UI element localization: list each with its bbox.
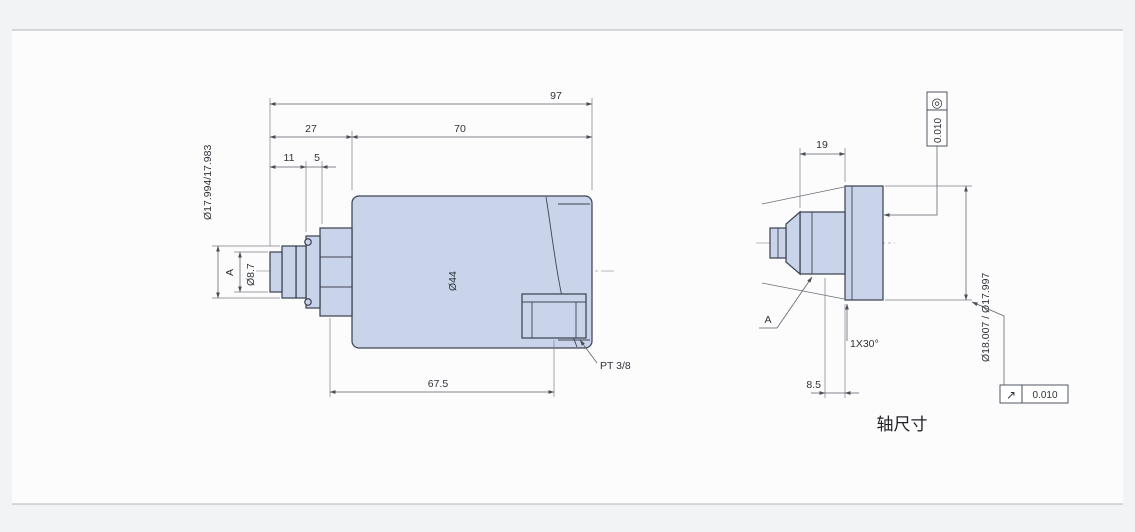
dim-journal-diameter-label: Ø18.007 / Ø17.997 (980, 273, 992, 362)
shaft-part (769, 185, 884, 301)
dim-overall-length-label: 97 (550, 90, 562, 102)
leader-line (971, 301, 1005, 385)
flange-section (305, 235, 321, 309)
datum-a-callout: A (759, 276, 813, 329)
tolerance-frame-runout: ↗ 0.010 (971, 301, 1069, 404)
chamfer-callout: 1X30° (845, 303, 879, 350)
taper-line-bottom (761, 282, 845, 300)
seal-ring-top (304, 238, 312, 246)
concentricity-icon: ◎ (931, 95, 942, 110)
shaft-middle-step (799, 211, 846, 275)
seal-ring-bottom (304, 298, 312, 306)
port-thread-label: PT 3/8 (600, 360, 631, 372)
hex-section (319, 227, 353, 317)
dim-body-length-label: 70 (454, 123, 466, 135)
dim-collar-length-label: 5 (314, 152, 320, 164)
dim-front-length-label: 27 (305, 123, 317, 135)
coolant-port-boss (521, 293, 587, 339)
shaft-journal (844, 185, 884, 301)
nose-tip (269, 251, 283, 293)
chamfer-label: 1X30° (850, 338, 879, 350)
runout-tolerance-label: 0.010 (1032, 390, 1057, 401)
dim-step-length-label: 8.5 (806, 379, 821, 391)
port-thread-callout: PT 3/8 (579, 339, 631, 372)
datum-a-label-left: A (224, 269, 236, 276)
concentricity-tolerance-label: 0.010 (933, 118, 944, 143)
dimension-step-length: 8.5 (806, 278, 859, 398)
dim-body-diameter-label: Ø44 (447, 271, 459, 291)
runout-icon: ↗ (1006, 388, 1016, 402)
spindle-part (269, 195, 593, 349)
taper-line-top (761, 186, 845, 205)
left-view: 97 27 70 11 5 Ø17.994/17.983 (202, 90, 631, 397)
leader-line (579, 339, 598, 364)
dimension-11-5: 11 5 (269, 152, 336, 232)
dimension-pilot-diameter: Ø17.994/17.983 (202, 145, 280, 299)
dimension-port-position: 67.5 (329, 318, 555, 397)
view-caption: 轴尺寸 (877, 415, 928, 435)
dimension-journal-diameter: Ø18.007 / Ø17.997 (885, 185, 992, 362)
dim-port-position-label: 67.5 (428, 378, 449, 390)
tolerance-frame-concentricity: ◎ 0.010 (883, 91, 948, 217)
leader-line (883, 146, 938, 217)
dim-bore-diameter-label: Ø8.7 (245, 263, 257, 286)
dimension-27-70: 27 70 (269, 123, 593, 190)
dim-journal-length-label: 19 (816, 139, 828, 151)
leader-line (776, 276, 813, 329)
dimension-overall-length: 97 (269, 90, 593, 246)
dimension-bore-diameter: Ø8.7 A (224, 251, 268, 293)
dim-pilot-diameter-label: Ø17.994/17.983 (202, 145, 214, 220)
collet-nut (281, 245, 297, 299)
frame-value-cell (1021, 384, 1069, 404)
neck-section (295, 245, 307, 299)
dimension-journal-length: 19 (799, 139, 846, 208)
dim-tip-length-label: 11 (284, 152, 295, 164)
datum-a-label-right: A (764, 314, 771, 326)
right-view: 19 ◎ 0.010 Ø18.007 / Ø17.997 ↗ 0.010 (756, 91, 1069, 435)
shaft-cone (785, 210, 801, 276)
